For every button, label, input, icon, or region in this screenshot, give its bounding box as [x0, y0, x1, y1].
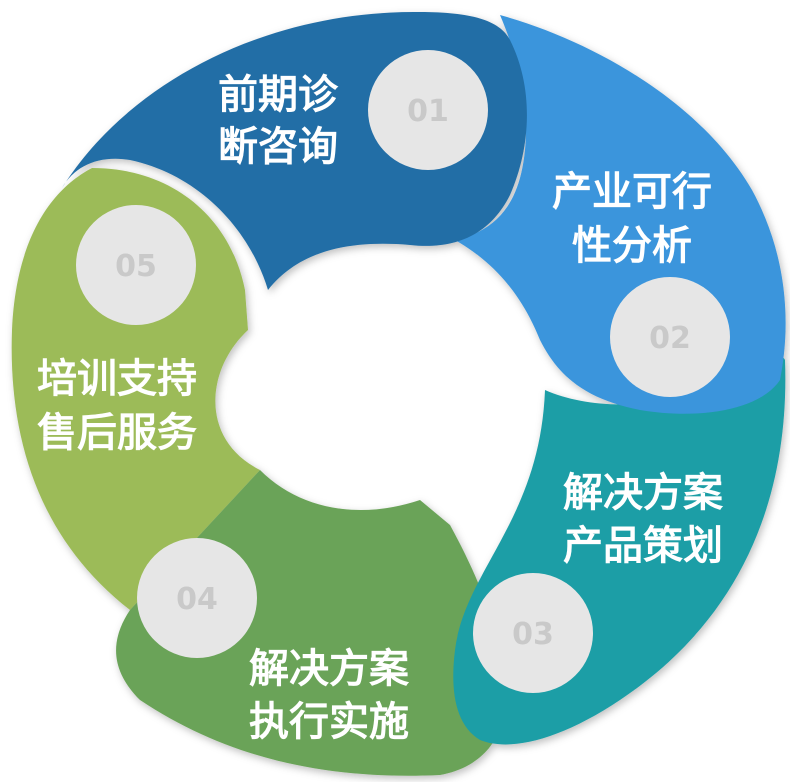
number-circle-02 [610, 277, 730, 397]
number-circle-01 [368, 50, 488, 170]
step-label-04-line1: 解决方案 [249, 646, 410, 692]
number-circle-04 [137, 538, 257, 658]
step-number-05: 05 [115, 249, 157, 284]
segment-05 [11, 168, 260, 610]
step-label-01-line2: 断咨询 [218, 124, 338, 170]
step-label-05-line2: 售后服务 [37, 410, 197, 456]
step-label-03-line2: 产品策划 [563, 523, 723, 569]
step-label-02-line2: 性分析 [572, 223, 692, 269]
step-label-04-line2: 执行实施 [249, 699, 409, 745]
number-circle-05 [76, 205, 196, 325]
step-number-01: 01 [407, 94, 449, 129]
step-number-02: 02 [649, 321, 691, 356]
step-label-05-line1: 培训支持 [37, 356, 197, 402]
step-number-03: 03 [512, 617, 554, 652]
number-circle-03 [473, 573, 593, 693]
step-label-01-line1: 前期诊 [218, 72, 339, 118]
step-label-02-line1: 产业可行 [552, 169, 712, 215]
step-number-04: 04 [176, 582, 218, 617]
step-label-03-line1: 解决方案 [563, 470, 724, 516]
